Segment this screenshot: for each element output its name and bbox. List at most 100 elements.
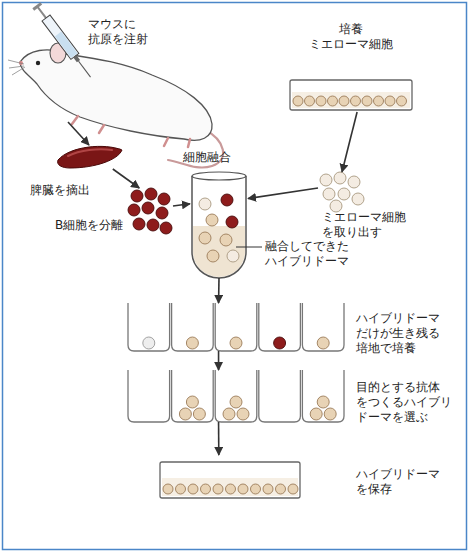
well [172, 303, 214, 351]
stage-node: ハイブリドーマ だけが生き残る 培地で培養 [127, 303, 345, 351]
culture-medium [292, 92, 410, 108]
well-cells [143, 337, 329, 349]
well [215, 303, 257, 351]
well [259, 370, 301, 422]
culture-wells [128, 303, 344, 351]
syringe-barrel [42, 15, 79, 59]
cell [351, 96, 361, 106]
syringe [32, 2, 94, 80]
cell [323, 188, 335, 200]
cell [320, 174, 332, 186]
storage-dish [160, 462, 300, 498]
cell [147, 219, 159, 231]
myeloma-cells [320, 172, 364, 212]
cell [163, 484, 173, 494]
step-label: B細胞を分離 [55, 218, 123, 233]
cell [133, 218, 145, 230]
cell [201, 484, 211, 494]
cell [142, 202, 154, 214]
well [128, 370, 170, 422]
cell [223, 408, 235, 420]
cell [199, 232, 211, 244]
cell [352, 193, 364, 205]
cell [226, 484, 236, 494]
test-tube [192, 176, 246, 278]
cell [310, 408, 322, 420]
cell [238, 484, 248, 494]
well [302, 303, 344, 351]
cell [263, 484, 273, 494]
step-label: 脾臓を摘出 [30, 183, 90, 198]
cell [206, 214, 218, 226]
spleen [58, 146, 122, 168]
flow-arrow [173, 204, 190, 206]
cell [160, 222, 172, 234]
hybridoma-cells [163, 484, 298, 494]
cell [131, 190, 143, 202]
cell [188, 484, 198, 494]
flow-arrow [248, 188, 318, 199]
flow-arrow [113, 169, 139, 188]
stage-node: ハイブリドーマ を保存 [160, 455, 300, 500]
cell [186, 396, 198, 408]
flow-arrow [68, 122, 89, 145]
myeloma-cells [293, 96, 407, 106]
step-label: ハイブリドーマ だけが生き残る 培地で培養 [356, 311, 440, 356]
syringe-liquid [55, 32, 78, 58]
cell [334, 172, 346, 184]
step-label: 細胞融合 [183, 150, 231, 165]
cell [274, 337, 286, 349]
cell [324, 408, 336, 420]
frame-border [3, 3, 467, 550]
cell [199, 198, 211, 210]
well [172, 370, 214, 422]
cell [288, 484, 298, 494]
cell [158, 193, 170, 205]
cell [305, 96, 315, 106]
stage-node: 脾臓を摘出 [55, 145, 123, 169]
stage-node: 目的とする抗体 をつくるハイブリ ドーマを選ぶ [127, 370, 345, 422]
tube-rim [192, 172, 246, 180]
cell [374, 96, 384, 106]
cell [128, 204, 140, 216]
cell [227, 250, 239, 262]
cell [230, 396, 242, 408]
cell [317, 396, 329, 408]
cell [348, 176, 360, 188]
cell [207, 250, 219, 262]
mouse-feet [72, 116, 190, 147]
flow-arrow [218, 422, 220, 455]
cell [293, 96, 303, 106]
cell [328, 96, 338, 106]
cell [276, 484, 286, 494]
cell [226, 216, 238, 228]
tube-medium [193, 226, 245, 277]
well-cells [179, 396, 336, 420]
leader-line [236, 247, 262, 248]
stage-node: 培養 ミエローマ細胞 [290, 72, 412, 112]
mouse-body [20, 50, 212, 140]
cell [176, 484, 186, 494]
well [302, 370, 344, 422]
cell [143, 337, 155, 349]
step-label: ミエローマ細胞 を取り出す [322, 210, 406, 240]
step-label: 目的とする抗体 をつくるハイブリ ドーマを選ぶ [356, 380, 452, 425]
cell [221, 194, 233, 206]
well [259, 303, 301, 351]
culture-dish [290, 80, 412, 110]
flow-arrow [218, 351, 220, 370]
cell [193, 408, 205, 420]
cell [156, 207, 168, 219]
step-label: 培養 ミエローマ細胞 [309, 22, 393, 52]
b-cells [128, 188, 172, 234]
stage-node: B細胞を分離 [128, 188, 173, 238]
well [215, 370, 257, 422]
cell [338, 188, 350, 200]
cell [339, 96, 349, 106]
cell [362, 96, 372, 106]
stage-node: ミエローマ細胞 を取り出す [318, 172, 366, 212]
cell [220, 234, 232, 246]
cell [186, 337, 198, 349]
cell [251, 484, 261, 494]
flow-arrow [218, 278, 220, 303]
